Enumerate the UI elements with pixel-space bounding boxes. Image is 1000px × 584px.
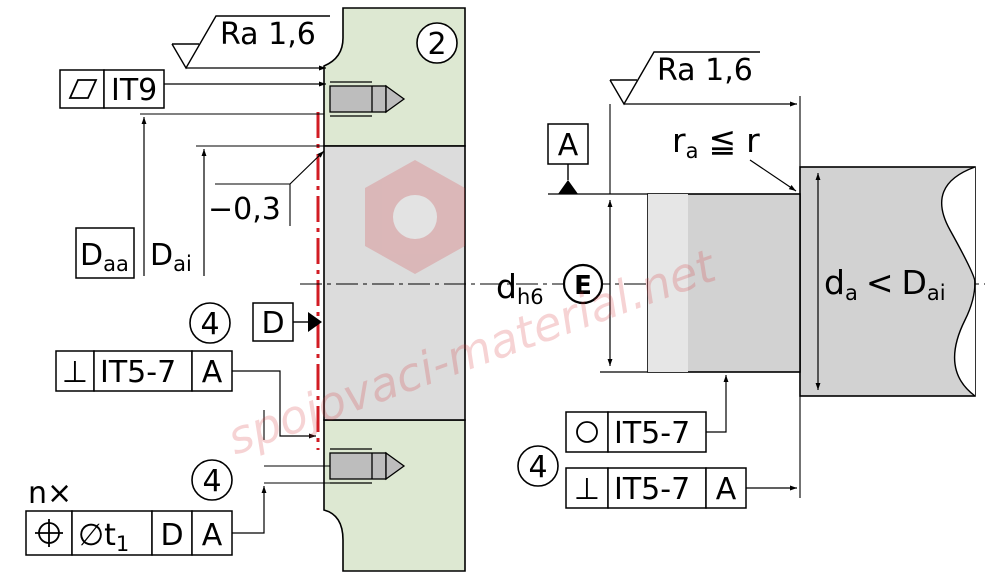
balloon-2 — [416, 22, 458, 64]
flatness-tolerance: IT9 — [111, 73, 157, 108]
perp-left-tolerance: IT5-7 — [100, 355, 176, 390]
roundness-tolerance: IT5-7 — [614, 416, 690, 451]
ra-le-r-label: ra≦r — [672, 121, 760, 163]
perp-right-datum: A — [716, 472, 737, 507]
da-lt-dai-label: da<Dai — [824, 263, 946, 305]
daa-label: Daa — [80, 238, 129, 276]
perpendicularity-icon-left: ⊥ — [62, 355, 88, 390]
chamfer-label: −0,3 — [208, 192, 281, 227]
bearing-ring — [323, 145, 466, 421]
envelope-circle — [562, 263, 604, 305]
flatness-frame — [59, 69, 165, 109]
balloon-4-position — [191, 459, 233, 501]
datum-a-box — [547, 123, 589, 165]
dh6-label: dh6 — [496, 267, 544, 309]
perp-right-tolerance: IT5-7 — [614, 472, 690, 507]
balloon-4-perp-left — [189, 302, 231, 344]
threaded-hole-bottom — [329, 448, 406, 484]
datum-d-box — [252, 302, 294, 342]
leader-roundness — [706, 375, 729, 433]
watermark-logo — [365, 160, 465, 274]
flatness-icon — [68, 79, 98, 99]
daa-box — [75, 227, 135, 279]
leader-chamfer — [289, 150, 325, 185]
surface-finish-symbol-left — [171, 15, 330, 70]
perp-left-datum: A — [202, 355, 223, 390]
surface-finish-left-label: Ra 1,6 — [220, 17, 316, 52]
datum-a-triangle — [558, 180, 578, 194]
perp-frame-right — [565, 467, 747, 509]
position-tolerance: ∅t1 — [78, 518, 129, 556]
surface-finish-right-label: Ra 1,6 — [657, 53, 753, 88]
dai-label: Dai — [150, 238, 192, 276]
balloon-4-right — [517, 445, 559, 487]
position-prefix: n× — [28, 476, 72, 511]
leader-position — [232, 486, 267, 534]
position-datum-a: A — [202, 518, 223, 553]
datum-d-label: D — [261, 306, 284, 341]
roundness-icon — [576, 421, 598, 443]
position-frame — [25, 510, 233, 556]
shaft-step-highlight — [648, 194, 688, 372]
envelope-label: E — [574, 271, 592, 301]
leader-ra-le-r — [749, 159, 797, 192]
threaded-hole-top — [329, 81, 406, 117]
balloon-4-position-label: 4 — [202, 464, 221, 499]
leader-perp-left — [232, 370, 316, 439]
balloon-2-label: 2 — [427, 27, 446, 62]
datum-a-label: A — [558, 128, 579, 163]
perp-frame-left — [55, 350, 233, 392]
housing-lower — [323, 419, 466, 572]
position-datum-d: D — [160, 518, 183, 553]
balloon-4-right-label: 4 — [528, 450, 547, 485]
surface-finish-symbol-right — [609, 51, 760, 106]
datum-d-triangle — [308, 312, 322, 332]
ext-lines-left — [140, 113, 324, 226]
balloon-4-perp-left-label: 4 — [200, 307, 219, 342]
shaft-break — [941, 166, 976, 397]
perpendicularity-icon-right: ⊥ — [574, 472, 600, 507]
position-icon — [35, 519, 63, 547]
